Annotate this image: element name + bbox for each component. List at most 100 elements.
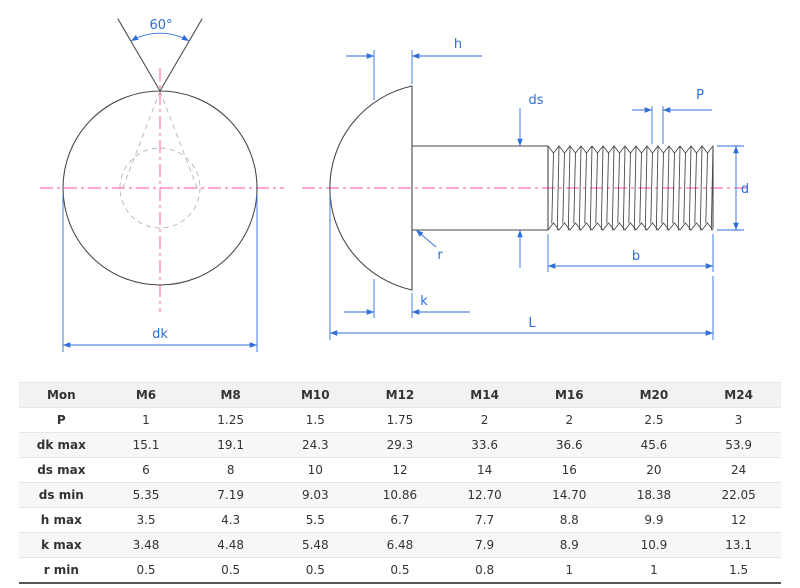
row-label: k max [19,532,104,558]
table-cell: 16 [526,457,612,483]
k-label: k [420,294,428,309]
outlines [62,18,714,291]
table-cell: 1 [611,557,697,584]
table-cell: 24 [696,457,781,483]
table-cell: 12 [357,457,443,483]
technical-drawing: 60° dk h ds P d r b k L [40,18,750,352]
table-cell: 7.7 [442,507,527,533]
table-cell: 5.5 [272,507,358,533]
table-cell: 12 [696,507,781,533]
table-cell: 18.38 [611,482,697,508]
table-cell: 19.1 [188,432,273,458]
column-header: M6 [103,382,189,408]
dim-b [547,234,714,272]
table-cell: 3.48 [103,532,189,558]
column-header: M12 [357,382,443,408]
table-cell: 2 [442,407,527,433]
dk-label: dk [152,327,168,342]
dim-r [415,229,437,248]
table-cell: 5.48 [272,532,358,558]
hidden-lines [119,90,201,229]
r-label: r [437,248,443,263]
table-cell: 9.9 [611,507,697,533]
cone-angle-line-left [117,18,161,92]
cone-angle-line-right [159,18,203,92]
table-cell: 1.75 [357,407,443,433]
table-cell: 36.6 [526,432,612,458]
column-header: M16 [526,382,612,408]
table-cell: 4.48 [188,532,273,558]
table-cell: 4.3 [188,507,273,533]
table-cell: 29.3 [357,432,443,458]
p-label: P [696,88,704,103]
table-cell: 53.9 [696,432,781,458]
table-cell: 22.05 [696,482,781,508]
hidden-cone-line-right [159,90,199,191]
column-header: M20 [611,382,697,408]
row-label: h max [19,507,104,533]
l-label: L [528,316,536,331]
table-cell: 7.19 [188,482,273,508]
table-cell: 2 [526,407,612,433]
angle-label: 60° [149,18,172,33]
b-label: b [632,249,640,264]
table-cell: 8.9 [526,532,612,558]
dim-dk [62,194,258,352]
dimension-labels: 60° dk h ds P d r b k L [149,18,749,342]
column-header: M10 [272,382,358,408]
table-cell: 1.5 [696,557,781,584]
dimension-lines [62,32,744,352]
column-header: M8 [188,382,273,408]
table-cell: 8 [188,457,273,483]
row-label: ds min [19,482,104,508]
table-cell: 2.5 [611,407,697,433]
table-cell: 10.9 [611,532,697,558]
dim-l [329,196,714,340]
table-cell: 1.5 [272,407,358,433]
row-label: P [19,407,104,433]
table-cell: 10.86 [357,482,443,508]
table-cell: 14 [442,457,527,483]
angle-dimension-arc [130,32,190,42]
table-cell: 45.6 [611,432,697,458]
centerlines [40,68,750,312]
table-cell: 6 [103,457,189,483]
table-cell: 0.8 [442,557,527,584]
dim-h [346,50,482,100]
table-cell: 20 [611,457,697,483]
table-cell: 0.5 [188,557,273,584]
table-cell: 8.8 [526,507,612,533]
table-cell: 1.25 [188,407,273,433]
row-label: ds max [19,457,104,483]
table-cell: 24.3 [272,432,358,458]
hidden-cone-line-left [121,90,161,191]
table-cell: 0.5 [103,557,189,584]
h-label: h [454,37,462,52]
dim-k [344,279,470,318]
table-cell: 3.5 [103,507,189,533]
column-header: M24 [696,382,781,408]
row-label: r min [19,557,104,584]
table-cell: 5.35 [103,482,189,508]
table-cell: 6.48 [357,532,443,558]
d-label: d [741,182,749,197]
table-cell: 33.6 [442,432,527,458]
table-cell: 13.1 [696,532,781,558]
table-corner-header: Mon [19,382,104,408]
dim-p [632,106,712,144]
table-cell: 3 [696,407,781,433]
table-cell: 15.1 [103,432,189,458]
table-cell: 14.70 [526,482,612,508]
table-cell: 7.9 [442,532,527,558]
